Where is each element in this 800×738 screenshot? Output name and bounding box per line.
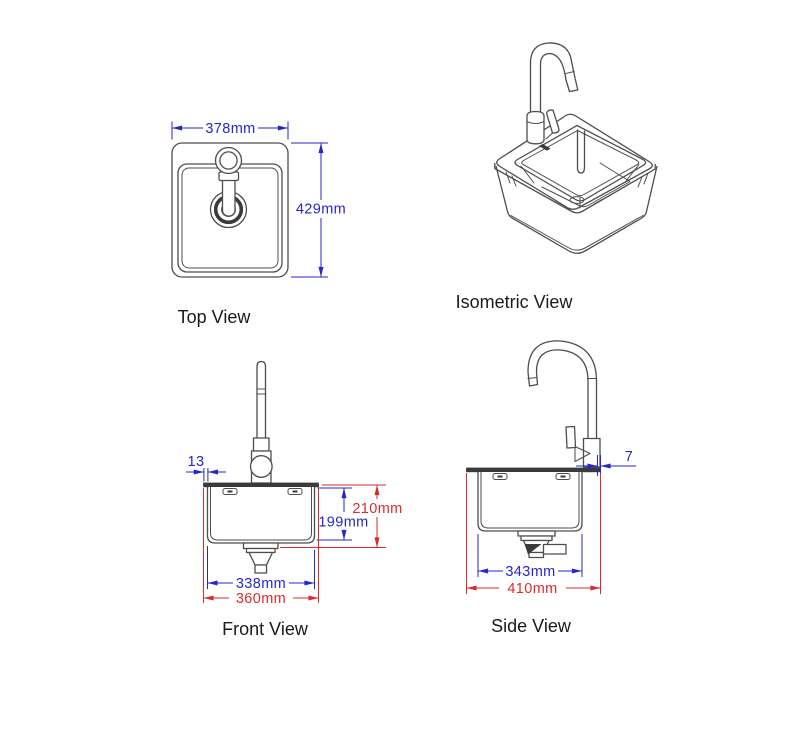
- drain-outlet-side: [542, 543, 567, 555]
- faucet-base-iso: [526, 110, 545, 145]
- dim-label-360: 360mm: [236, 591, 286, 607]
- bowl-outline-side: [477, 472, 583, 532]
- mounting-clips-front: [222, 488, 303, 495]
- drain-front: [242, 542, 279, 574]
- dim-label-410: 410mm: [507, 581, 557, 597]
- bowl-outline-front: [206, 487, 316, 544]
- drain-side: [517, 530, 567, 559]
- mounting-clips-side: [492, 473, 571, 480]
- faucet-pipe-front: [256, 360, 267, 440]
- faucet-gooseneck-side: [527, 340, 598, 441]
- dim-front-rim-overhang: 13: [186, 454, 226, 482]
- faucet-sleeve-front: [252, 437, 270, 452]
- dim-front-bowl-width: 338mm: [207, 546, 315, 592]
- faucet-spout-iso: [529, 42, 579, 115]
- faucet-ball-front: [249, 455, 273, 478]
- overflow-mark-iso: [539, 144, 551, 151]
- faucet-iso: [526, 42, 579, 151]
- sink-deck-front: [203, 482, 319, 488]
- top-view-label: Top View: [178, 307, 252, 327]
- dim-side-bowl-width: 343mm: [477, 534, 583, 580]
- dim-top-overall-width: 378mm: [171, 121, 289, 140]
- faucet-side: [527, 340, 601, 468]
- dim-front-bowl-depth: 199mm: [316, 487, 368, 541]
- dim-label-429: 429mm: [296, 202, 346, 218]
- bowl-inner-line-front: [210, 486, 312, 541]
- isometric-view: Isometric View: [456, 42, 658, 312]
- front-view: 13 199mm 210mm 338mm: [186, 360, 402, 639]
- faucet-handle-iso: [545, 109, 560, 134]
- rim-slab-iso: [494, 162, 656, 214]
- dim-label-13: 13: [188, 454, 205, 470]
- dim-side-overall-width: 410mm: [466, 473, 601, 597]
- dim-front-overall-width: 360mm: [203, 488, 319, 607]
- bowl-inner-line-side: [480, 471, 580, 529]
- dim-label-378: 378mm: [205, 121, 255, 137]
- sink-body-bottom-line-iso: [510, 215, 644, 251]
- dim-side-faucet-offset: 7: [576, 449, 636, 476]
- front-view-label: Front View: [222, 619, 309, 639]
- dim-label-210: 210mm: [352, 501, 402, 517]
- faucet-top: [214, 146, 243, 217]
- top-view: 378mm 429mm Top View: [171, 121, 346, 327]
- isometric-view-label: Isometric View: [456, 292, 574, 312]
- dim-label-199: 199mm: [318, 515, 368, 531]
- drain-section-mark: [524, 544, 542, 555]
- dim-label-343: 343mm: [505, 564, 555, 580]
- bowl-opening-inner-iso: [521, 130, 640, 197]
- side-view-label: Side View: [491, 616, 572, 636]
- dim-label-338: 338mm: [236, 576, 286, 592]
- mounting-clips-iso: [505, 171, 649, 188]
- faucet-front: [249, 360, 273, 484]
- bowl-interior-iso: [520, 129, 640, 209]
- dim-front-overall-height: 210mm: [280, 484, 402, 548]
- sink-deck-side: [466, 467, 601, 473]
- faucet-handle-side: [565, 425, 577, 449]
- side-view: 7 343mm 410mm Side View: [466, 340, 636, 636]
- dim-top-overall-depth: 429mm: [291, 142, 346, 278]
- dim-label-7: 7: [625, 449, 633, 465]
